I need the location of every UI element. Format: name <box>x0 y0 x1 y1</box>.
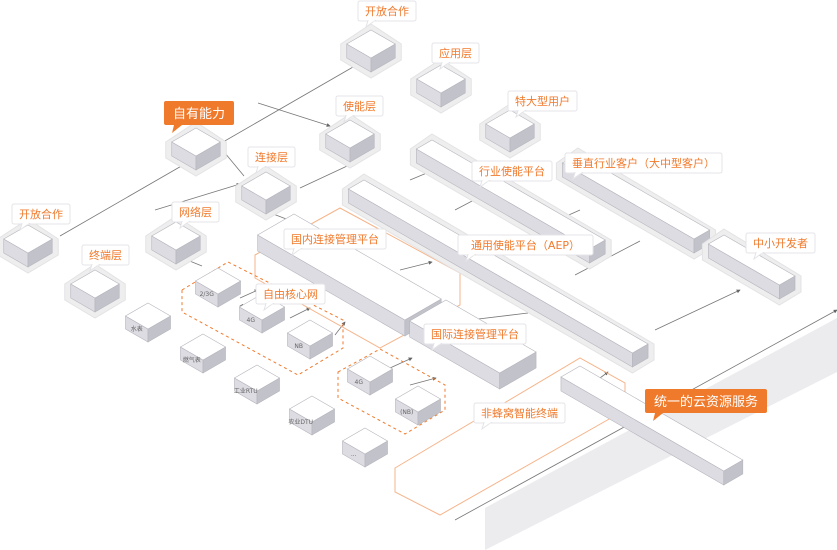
cube-xl-user <box>479 103 541 159</box>
label-open-coop-left: 开放合作 <box>11 203 71 232</box>
dev-23g: 2/3G <box>194 267 242 308</box>
label-sme: 中小开发者 <box>745 232 816 261</box>
terminal-agri-dtu: 农业DTU <box>288 395 336 436</box>
label-terminal-layer-text: 终端层 <box>89 248 122 262</box>
label-vertical-text: 垂直行业客户（大中型客户） <box>572 156 715 170</box>
terminal-water-meter-text: 水表 <box>131 325 143 333</box>
cube-enable-layer <box>319 113 381 169</box>
dev-nb-a-text: NB <box>294 343 303 350</box>
own-core-dashed-outline-2 <box>337 348 446 435</box>
label-network-layer: 网络层 <box>171 201 220 230</box>
label-app-layer: 应用层 <box>431 42 480 71</box>
label-domestic: 国内连接管理平台 <box>283 228 387 257</box>
domestic-group-outline <box>254 207 461 349</box>
label-own-capability-text: 自有能力 <box>173 107 225 122</box>
label-xl-user-text: 特大型用户 <box>515 94 570 108</box>
dev-nb-b: (NB) <box>394 385 442 426</box>
label-connect-layer: 连接层 <box>247 146 296 175</box>
terminal-more: ... <box>341 427 389 468</box>
cube-open-coop-top <box>340 23 402 79</box>
dev-nb-b-text: (NB) <box>400 409 413 416</box>
labels-layer: 开放合作应用层自有能力使能层特大型用户连接层行业使能平台垂直行业客户（大中型客户… <box>11 0 816 431</box>
label-enable-layer: 使能层 <box>335 95 384 124</box>
label-network-layer-text: 网络层 <box>179 205 212 219</box>
label-industry-enable-text: 行业使能平台 <box>479 164 545 178</box>
dev-4g-a-text: 4G <box>247 317 256 324</box>
terminal-gas-meter-text: 燃气表 <box>183 356 201 364</box>
dev-nb-a: NB <box>286 319 334 360</box>
label-own-core-text: 自由核心网 <box>263 287 318 301</box>
terminal-water-meter: 水表 <box>124 302 172 343</box>
terminal-more-text: ... <box>351 451 357 458</box>
platform-sme <box>701 228 802 306</box>
label-open-coop-left-text: 开放合作 <box>19 207 63 221</box>
label-enable-layer-text: 使能层 <box>343 99 376 113</box>
cube-app-layer <box>410 58 472 114</box>
dev-4g-b-text: 4G <box>355 379 364 386</box>
cube-network-layer <box>145 215 207 271</box>
label-connect-layer-text: 连接层 <box>255 151 288 164</box>
label-own-capability: 自有能力 <box>164 101 234 133</box>
label-nonhoneycomb: 非蜂窝智能终端 <box>473 402 566 431</box>
terminal-agri-dtu-text: 农业DTU <box>288 418 313 426</box>
label-unified-cloud: 统一的云资源服务 <box>645 389 767 421</box>
cube-open-coop-left <box>0 218 59 274</box>
platform-general-enable <box>341 173 655 374</box>
terminal-industrial-rtu: 工业RTU <box>234 364 281 405</box>
label-intl: 国际连接管理平台 <box>423 323 527 352</box>
terminal-gas-meter: 燃气表 <box>179 333 227 374</box>
terminal-industrial-rtu-text: 工业RTU <box>234 387 258 395</box>
platform-nonhoneycomb <box>560 365 744 486</box>
label-own-core: 自由核心网 <box>255 283 326 312</box>
label-domestic-text: 国内连接管理平台 <box>291 232 379 246</box>
label-general-enable: 通用使能平台（AEP） <box>457 234 594 263</box>
dev-4g-b: 4G <box>346 355 394 396</box>
cube-connect-layer <box>235 165 297 221</box>
label-general-enable-text: 通用使能平台（AEP） <box>471 238 580 252</box>
label-open-coop-top: 开放合作 <box>357 0 417 29</box>
label-unified-cloud-text: 统一的云资源服务 <box>654 394 758 410</box>
label-terminal-layer: 终端层 <box>81 244 130 273</box>
label-open-coop-top-text: 开放合作 <box>365 4 409 18</box>
label-industry-enable: 行业使能平台 <box>471 160 553 189</box>
label-nonhoneycomb-text: 非蜂窝智能终端 <box>481 406 558 420</box>
label-vertical: 垂直行业客户（大中型客户） <box>564 152 723 181</box>
dev-23g-text: 2/3G <box>200 291 215 298</box>
label-intl-text: 国际连接管理平台 <box>431 327 519 341</box>
label-app-layer-text: 应用层 <box>439 46 472 60</box>
own-core-dashed-outline <box>181 261 344 376</box>
cube-terminal-layer <box>64 263 126 319</box>
cube-own-capability <box>165 121 227 177</box>
label-sme-text: 中小开发者 <box>753 236 808 250</box>
label-xl-user: 特大型用户 <box>507 90 578 119</box>
